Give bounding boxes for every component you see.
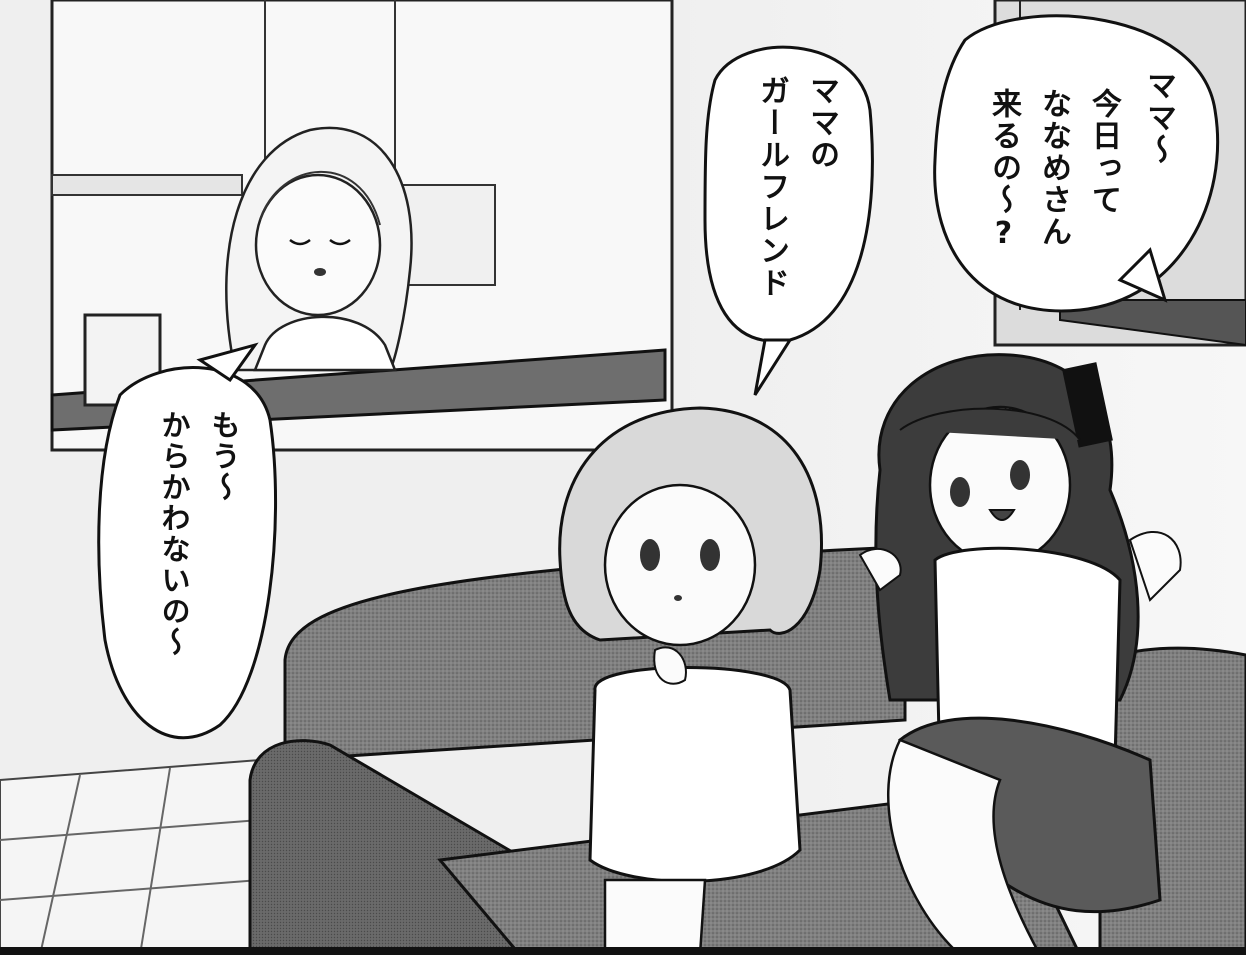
floor xyxy=(0,758,261,955)
bubble-outline-2 xyxy=(703,45,874,343)
bubble-1-line-3: ななめさん xyxy=(1036,88,1071,248)
speech-bubble-1: ママ〜 今日って ななめさん 来るの〜? xyxy=(960,70,1200,300)
bubble-1-line-1: ママ〜 xyxy=(1141,70,1176,166)
mother-figure xyxy=(225,126,413,372)
bubble-2-line-1: ママの xyxy=(804,75,839,171)
shelf xyxy=(51,174,243,196)
panel-border xyxy=(0,947,1246,955)
bubble-outline-1 xyxy=(933,14,1220,313)
bubble-outline-3 xyxy=(97,366,278,740)
speech-bubble-3: もう〜 からかわないの〜 xyxy=(120,410,260,710)
twintail-girl xyxy=(858,353,1182,955)
bubble-2-line-2: ガールフレンド xyxy=(754,75,789,299)
speech-bubble-2: ママの ガールフレンド xyxy=(720,75,860,335)
short-haired-girl xyxy=(558,406,823,955)
bubble-3-line-1: もう〜 xyxy=(207,410,241,503)
bubble-3-line-2: からかわないの〜 xyxy=(157,410,191,658)
bubble-1-line-2: 今日って xyxy=(1086,88,1121,216)
bubble-1-line-4: 来るの〜? xyxy=(986,88,1021,253)
